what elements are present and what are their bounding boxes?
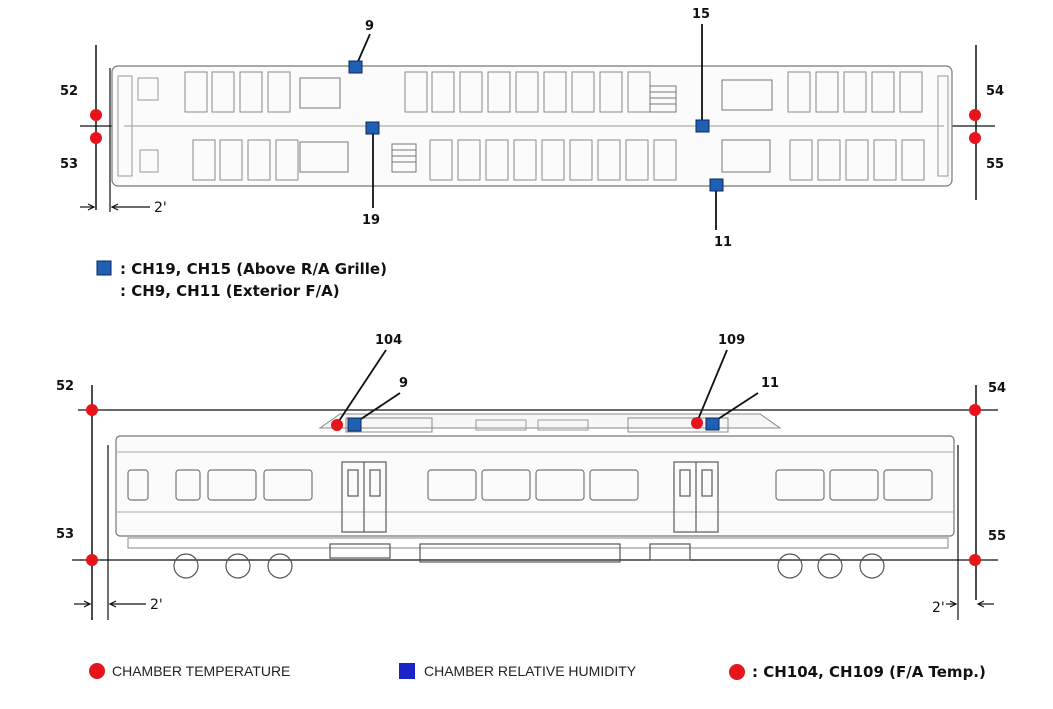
legend-humidity-icon [399,663,415,679]
side-marker-ch109 [691,417,703,429]
side-label-52: 52 [56,379,74,394]
plan-dot-53 [90,132,102,144]
plan-label-ch19: 19 [362,213,380,228]
side-dot-55 [969,554,981,566]
plan-label-55: 55 [986,157,1004,172]
side-doors [341,461,719,533]
plan-label-54: 54 [986,84,1004,99]
side-dimension-label-right: 2' [932,600,945,616]
side-dot-52 [86,404,98,416]
plan-view: 52 53 54 55 9 15 19 11 2' : CH19, CH15 (… [60,7,1004,300]
plan-dot-54 [969,109,981,121]
side-dot-54 [969,404,981,416]
legend: CHAMBER TEMPERATURE CHAMBER RELATIVE HUM… [89,663,986,681]
side-label-ch109: 109 [718,333,745,348]
plan-dimension [80,203,150,211]
side-marker-ch9 [347,417,362,432]
side-label-55: 55 [988,529,1006,544]
plan-dot-55 [969,132,981,144]
side-label-ch9: 9 [399,376,408,391]
side-dimension-right [946,600,994,608]
legend-fa-temp-label: : CH104, CH109 (F/A Temp.) [752,663,986,681]
plan-label-ch11: 11 [714,235,732,250]
side-marker-ch104 [331,419,343,431]
legend-temperature-label: CHAMBER TEMPERATURE [112,663,290,679]
plan-label-ch15: 15 [692,7,710,22]
plan-marker-ch15 [695,119,710,133]
side-label-ch104: 104 [375,333,402,348]
plan-seats-upper [184,71,923,113]
side-windows [127,469,933,501]
plan-dot-52 [90,109,102,121]
legend-fa-temp-icon [729,664,745,680]
legend-temperature-icon [89,663,105,679]
plan-legend-line1: : CH19, CH15 (Above R/A Grille) [120,260,387,278]
plan-marker-ch19 [365,121,380,135]
plan-marker-ch9 [348,60,363,74]
side-label-54: 54 [988,381,1006,396]
plan-seats-lower [192,139,925,181]
plan-label-53: 53 [60,157,78,172]
side-label-53: 53 [56,527,74,542]
plan-marker-ch11 [709,178,724,192]
side-dimension-left [74,600,146,608]
side-view: 52 53 54 55 104 9 109 11 2' 2' [56,333,1006,620]
plan-legend-square-icon [96,260,112,276]
side-car-body [115,435,955,537]
legend-humidity-label: CHAMBER RELATIVE HUMIDITY [424,663,637,679]
plan-label-ch9: 9 [365,19,374,34]
side-marker-ch11 [705,417,720,431]
side-dot-53 [86,554,98,566]
plan-dimension-label: 2' [154,200,167,216]
side-label-ch11: 11 [761,376,779,391]
side-undercarriage [127,537,949,579]
side-dimension-label-left: 2' [150,597,163,613]
plan-legend-line2: : CH9, CH11 (Exterior F/A) [120,282,340,300]
plan-label-52: 52 [60,84,78,99]
